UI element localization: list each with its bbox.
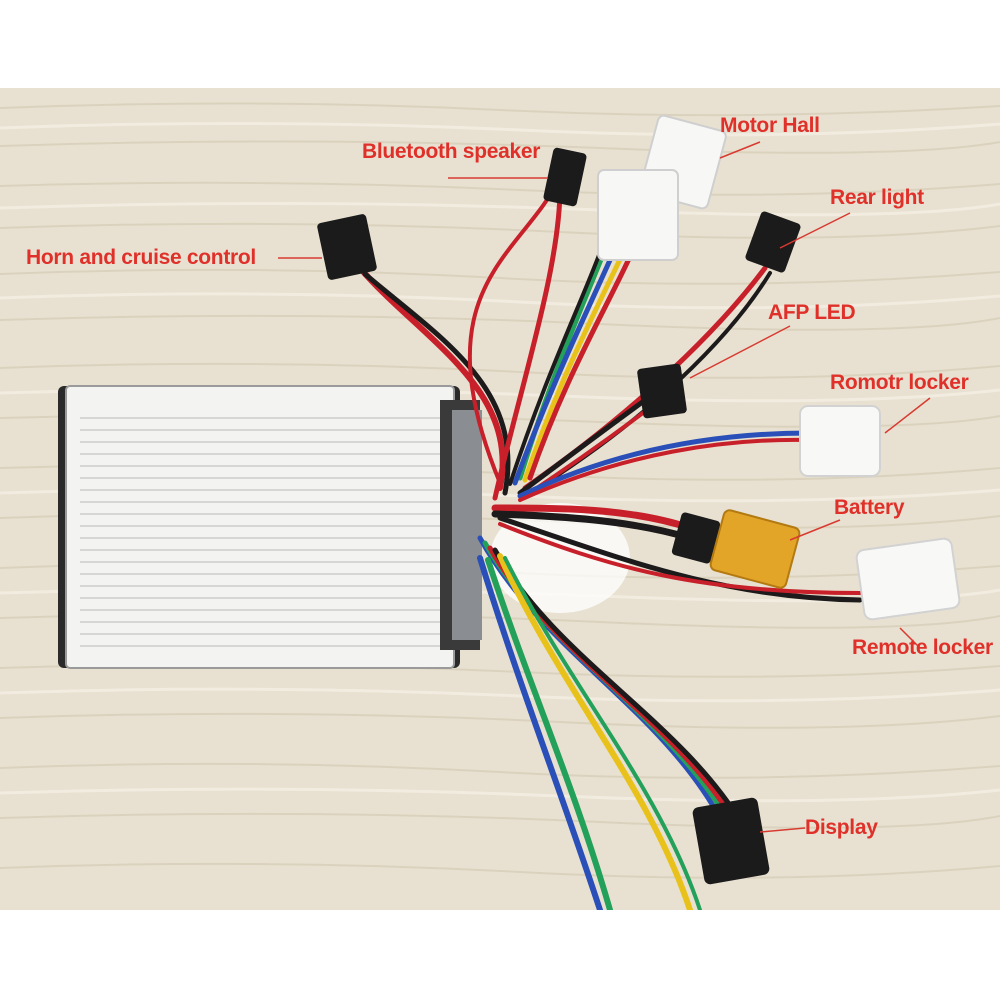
controller-wiring-photo: Horn and cruise control Bluetooth speake…	[0, 88, 1000, 910]
label-horn-cruise-control: Horn and cruise control	[26, 246, 256, 269]
label-bluetooth-speaker: Bluetooth speaker	[362, 140, 541, 163]
label-afp-led: AFP LED	[768, 301, 856, 324]
label-display: Display	[805, 816, 878, 839]
wiring-illustration	[0, 88, 1000, 910]
ebike-controller-icon	[58, 385, 482, 669]
label-motor-hall: Motor Hall	[720, 114, 820, 137]
label-remote-locker-2: Remote locker	[852, 636, 993, 659]
label-rear-light: Rear light	[830, 186, 924, 209]
connector-plug-icon	[317, 114, 961, 885]
label-battery: Battery	[834, 496, 905, 519]
label-remote-locker-1: Romotr locker	[830, 371, 969, 394]
leader-lines	[278, 141, 931, 833]
light-glow	[490, 503, 630, 613]
